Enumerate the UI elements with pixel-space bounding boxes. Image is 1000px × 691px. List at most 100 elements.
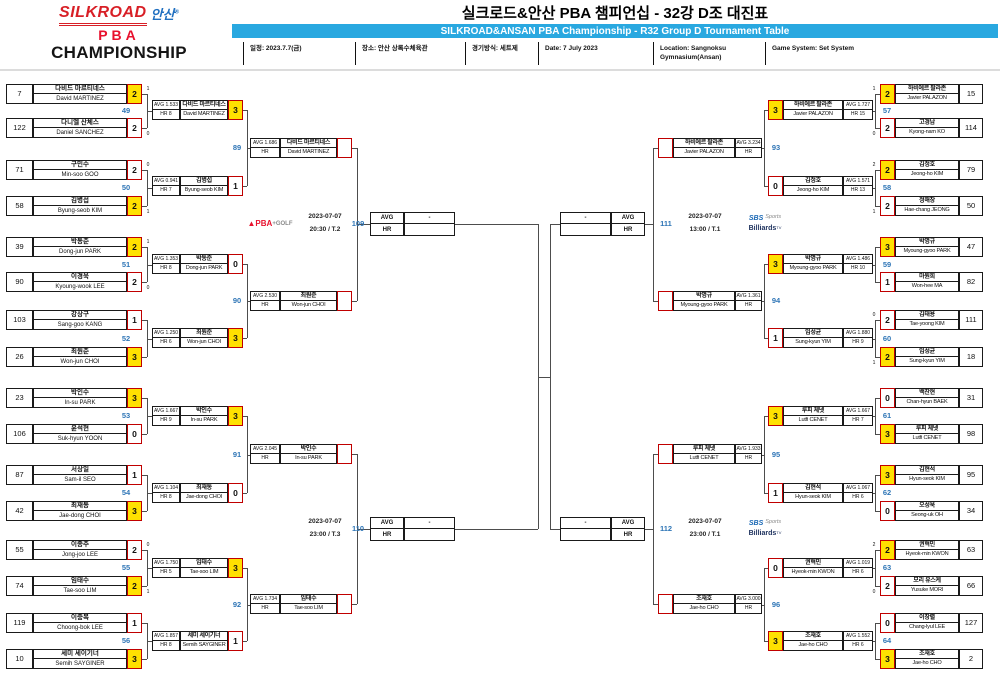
match-number: 53 [121,411,131,421]
bracket-line [645,224,653,225]
score-cell: 1 [127,465,142,485]
bracket-line [243,416,247,417]
avg-cell: AVG 3.234 [735,138,762,148]
player-name-kr: 조재호 [673,594,735,604]
result-hr-label: HR [370,224,404,236]
bracket-line [653,604,658,605]
player-name-kr: 루피 체넷 [673,444,735,454]
bracket-line [875,434,880,435]
avg-cell: AVG 1.019 [843,558,873,568]
score-cell: 3 [228,406,243,426]
hr-cell: HR 6 [843,568,873,578]
bracket-line [764,568,768,569]
seed-cell: 10 [6,649,33,669]
bracket-line [538,376,551,378]
player-name-en: Sam-il SEO [33,475,127,485]
shootout-score: 1 [872,359,876,366]
seed-cell: 74 [6,576,33,596]
seed-cell: 7 [6,84,33,104]
player-name-kr: 최원준 [33,347,127,357]
result-hr-label: HR [370,529,404,541]
hr-cell: HR 5 [152,568,180,578]
player-name-en: Kyoung-wook LEE [33,282,127,292]
player-name-en: Myoung-gyoo PARK [673,301,735,311]
match-date: 2023-07-07 [308,517,342,525]
result-avg-value: - [560,212,611,224]
match-number: 49 [121,106,131,116]
bracket-line [875,511,880,512]
bracket-line [243,568,247,569]
player-name-kr: 김병섭 [33,196,127,206]
bracket-line [247,454,250,456]
hr-cell: HR 6 [843,493,873,503]
bracket-line [142,659,147,660]
seed-cell: 106 [6,424,33,444]
bracket-line [550,224,560,225]
bracket-line [142,206,147,207]
avg-cell: AVG 1.727 [843,100,873,110]
shootout-score: 1 [146,85,150,92]
bracket-line [762,604,764,606]
player-name-en: Myoung-gyoo PARK [783,264,843,274]
match-number: 90 [232,296,242,306]
bracket-line [243,338,247,339]
bracket-line [352,454,357,455]
shootout-score: 0 [146,541,150,548]
match-number: 112 [659,524,673,534]
score-cell: 3 [880,424,895,444]
bracket-line [653,301,658,302]
score-cell: 3 [127,347,142,367]
seed-cell: 95 [959,465,983,485]
player-name-en: Kyong-nam KO [895,128,959,138]
player-name-kr: 윤석현 [33,424,127,434]
match-number: 50 [121,183,131,193]
bracket-line [142,94,147,95]
avg-cell: AVG 2.045 [250,444,280,454]
player-name-kr: 다니엘 산체스 [33,118,127,128]
hr-cell: HR 15 [843,110,873,120]
score-cell [658,444,673,464]
player-name-kr: 최재동 [180,483,228,493]
score-cell: 3 [880,465,895,485]
hr-cell: HR 8 [152,110,180,120]
avg-cell: AVG 1.067 [843,483,873,493]
player-name-kr: 임태수 [33,576,127,586]
ansan-logo: 안산® [150,7,179,22]
seed-cell: 87 [6,465,33,485]
score-cell: 0 [880,501,895,521]
score-cell: 1 [768,483,783,503]
seed-cell: 39 [6,237,33,257]
player-name-kr: 박인수 [180,406,228,416]
bracket-line [764,110,768,111]
seed-cell: 26 [6,347,33,367]
player-name-kr: 최원준 [180,328,228,338]
seed-cell: 42 [6,501,33,521]
bracket-line [875,398,876,434]
player-name-kr: 박인수 [280,444,337,454]
match-number: 58 [882,183,892,193]
player-name-en: Javier PALAZON [783,110,843,120]
avg-cell: AVG 1.353 [152,254,180,264]
result-hr-value [560,529,611,541]
player-name-en: Won-jun CHOI [180,338,228,348]
player-name-en: Byung-seob KIM [33,206,127,216]
silkroad-logo: SILKROAD [59,4,147,26]
match-number: 59 [882,259,892,269]
player-name-kr: 김정호 [783,176,843,186]
bracket-line [875,623,880,624]
bracket-line [352,604,357,605]
result-avg-label: AVG [370,212,404,224]
bracket-line [142,475,147,476]
info-date: Date: 7 July 2023 [538,42,653,65]
bracket-line [875,475,876,511]
info-format: 경기방식: 세트제 [465,42,538,65]
hr-cell: HR 10 [843,264,873,274]
seed-cell: 127 [959,613,983,633]
score-cell: 2 [127,540,142,560]
score-cell: 2 [127,84,142,104]
hr-cell: HR 8 [152,493,180,503]
player-name-kr: 조재호 [783,631,843,641]
match-number: 57 [882,106,892,116]
